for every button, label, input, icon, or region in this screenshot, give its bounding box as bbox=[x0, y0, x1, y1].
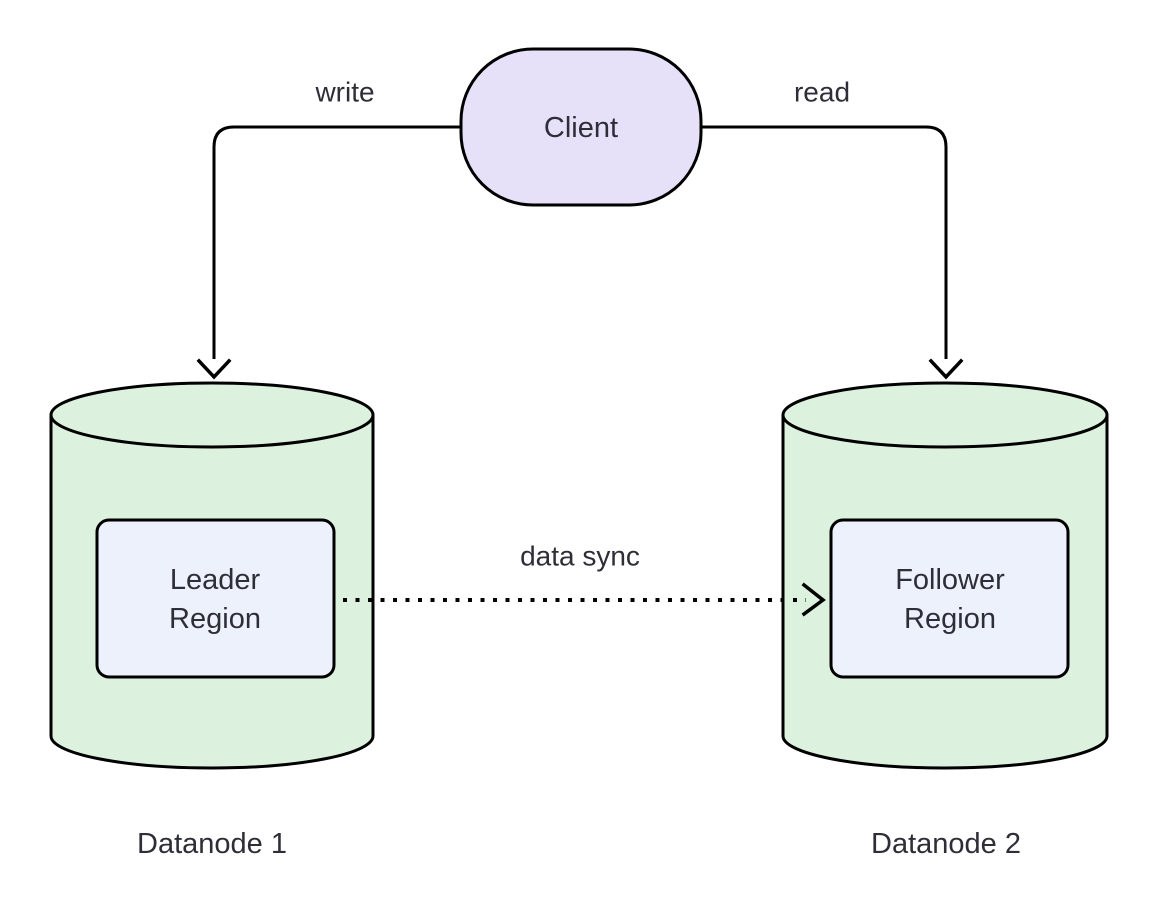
datanode2-caption: Datanode 2 bbox=[871, 828, 1021, 860]
follower-region-label-line1: Follower bbox=[895, 564, 1005, 596]
sync-edge-label: data sync bbox=[520, 541, 640, 572]
client-label: Client bbox=[544, 112, 618, 144]
edge-write: write bbox=[196, 77, 461, 380]
cylinder-top-rim bbox=[781, 414, 1109, 449]
edge-read: read bbox=[701, 77, 964, 380]
leader-region-label-line2: Region bbox=[169, 603, 261, 635]
leader-region-box: Leader Region bbox=[95, 518, 336, 679]
read-edge-label: read bbox=[794, 77, 850, 108]
client-node: Client bbox=[459, 47, 703, 207]
write-edge-label: write bbox=[314, 77, 374, 108]
arrowhead-down-icon bbox=[196, 358, 232, 380]
arrowhead-down-icon bbox=[928, 358, 964, 380]
client-stadium-shape bbox=[459, 47, 703, 207]
datanode1-caption: Datanode 1 bbox=[137, 828, 287, 860]
follower-region-box: Follower Region bbox=[829, 518, 1070, 679]
leader-region-rect bbox=[95, 518, 336, 679]
follower-region-rect bbox=[829, 518, 1070, 679]
datanode2-cylinder: Follower Region bbox=[781, 381, 1109, 770]
edge-data-sync: data sync bbox=[343, 541, 826, 617]
leader-region-label-line1: Leader bbox=[170, 564, 261, 596]
datanode1-cylinder: Leader Region bbox=[49, 381, 375, 770]
read-edge-line bbox=[701, 125, 948, 359]
cylinder-top-rim bbox=[49, 414, 375, 449]
write-edge-line bbox=[212, 125, 461, 359]
follower-region-label-line2: Region bbox=[904, 603, 996, 635]
arrowhead-right-icon bbox=[801, 582, 826, 617]
